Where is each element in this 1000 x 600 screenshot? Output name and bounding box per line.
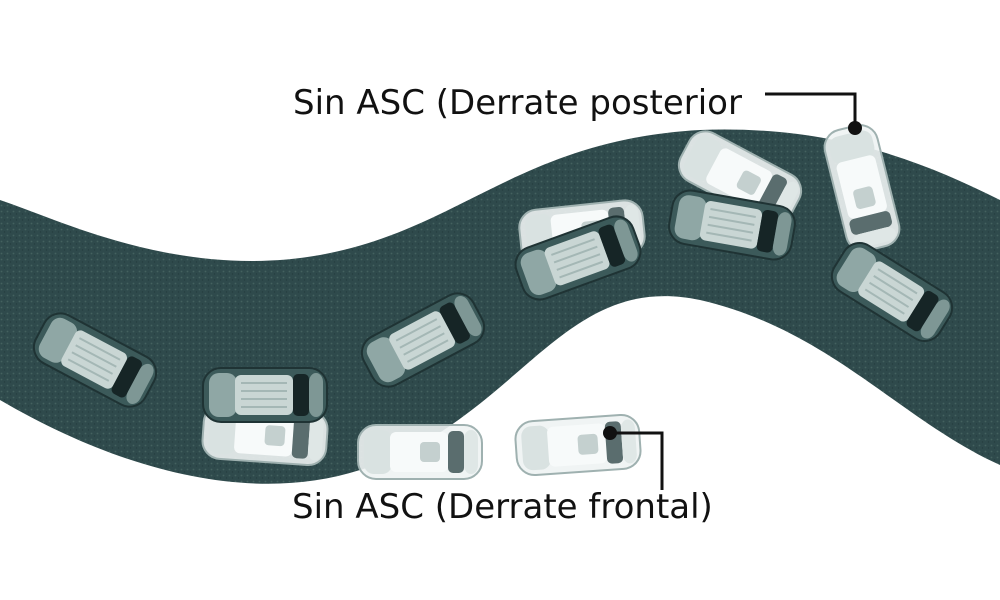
front-skid-label: Sin ASC (Derrate frontal) xyxy=(292,487,713,527)
rear-skid-leader-line xyxy=(765,92,862,135)
rear-skid-label: Sin ASC (Derrate posterior xyxy=(293,83,742,123)
ghost-car-icon xyxy=(513,412,643,478)
front-skid-leader-line xyxy=(603,426,664,490)
ghost-car-icon xyxy=(357,424,483,480)
car-icon xyxy=(202,367,328,423)
pointer-dot-icon xyxy=(848,121,862,135)
pointer-dot-icon xyxy=(603,426,617,440)
